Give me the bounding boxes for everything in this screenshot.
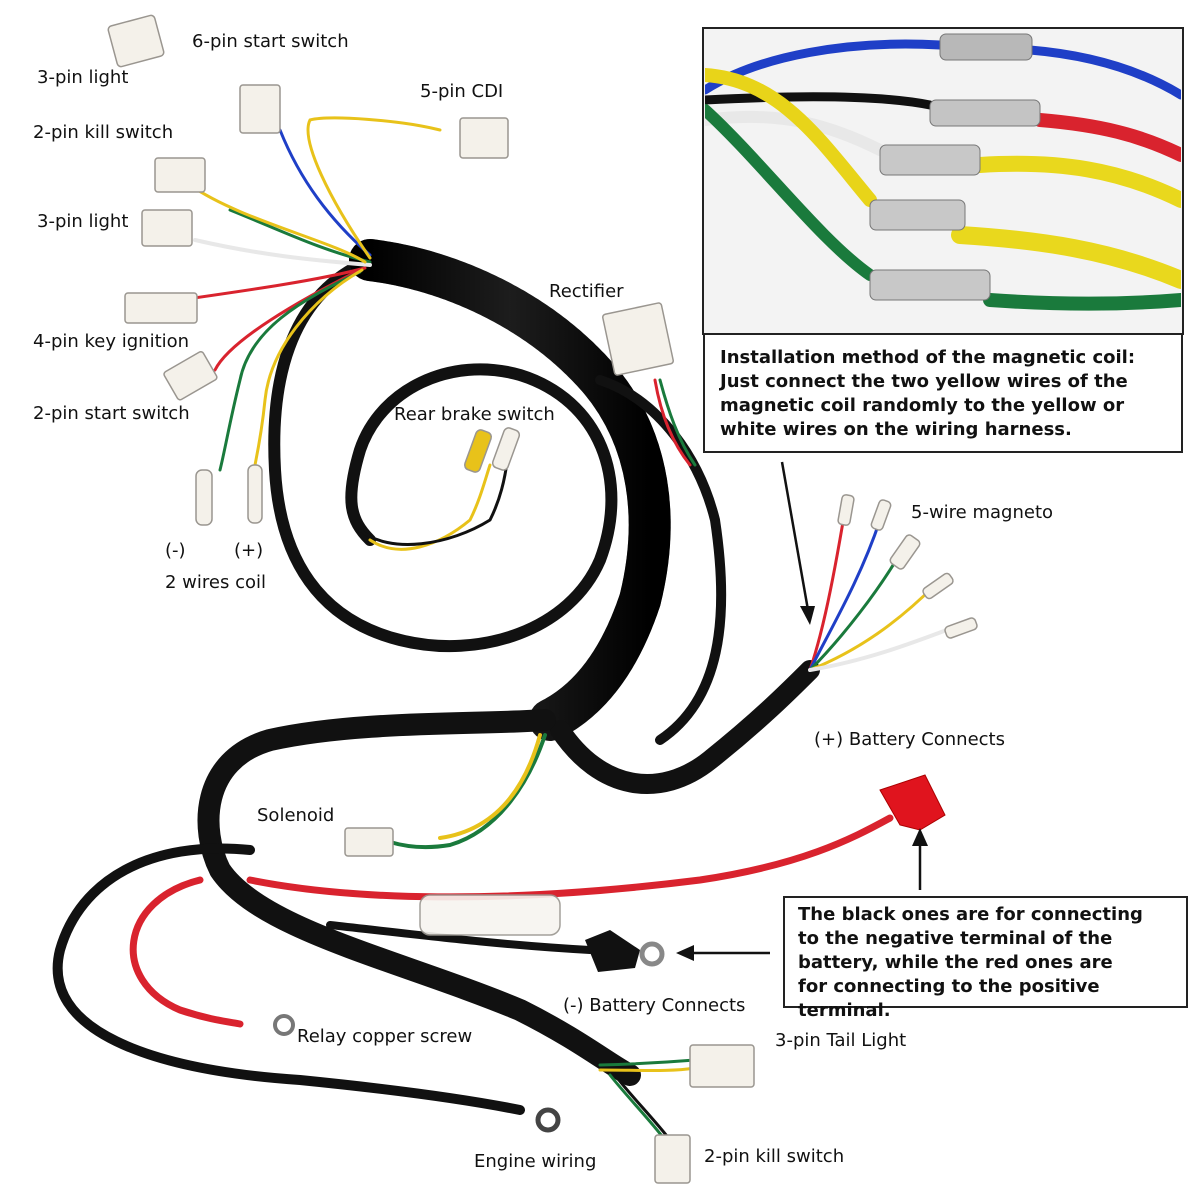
label-relay-copper-screw: Relay copper screw — [297, 1026, 473, 1047]
label-two-pin-kill-switch-bottom: 2-pin kill switch — [704, 1146, 845, 1167]
relay-ring-lug — [273, 1014, 295, 1036]
label-positive-battery: (+) Battery Connects — [814, 729, 1005, 750]
label-three-pin-tail-light: 3-pin Tail Light — [775, 1030, 907, 1051]
negative-ring-lug — [639, 941, 665, 967]
label-five-pin-cdi: 5-pin CDI — [420, 81, 504, 102]
coil-note-line-2: Just connect the two yellow wires of the — [720, 371, 1128, 392]
connector-closeup-photo — [702, 27, 1184, 335]
fuse-holder — [419, 894, 561, 936]
coil-install-note: Installation method of the magnetic coil… — [720, 346, 1175, 442]
coil-note-line-4: white wires on the wiring harness. — [720, 419, 1072, 440]
label-four-pin-key-ignition: 4-pin key ignition — [33, 331, 190, 352]
label-solenoid: Solenoid — [257, 805, 335, 826]
battery-note-line-4: for connecting to the positive terminal. — [798, 976, 1100, 1021]
light-connector-mid — [141, 209, 193, 247]
coil-terminal-plus — [247, 464, 263, 524]
label-two-pin-start-switch: 2-pin start switch — [33, 403, 190, 424]
label-five-wire-magneto: 5-wire magneto — [911, 502, 1054, 523]
connectors — [107, 14, 978, 1184]
main-harness — [52, 116, 962, 1142]
coil-note-line-1: Installation method of the magnetic coil… — [720, 347, 1136, 368]
magneto-term-5 — [944, 617, 978, 639]
brake-terminal-a — [463, 429, 493, 473]
label-engine-wiring: Engine wiring — [474, 1151, 597, 1172]
arrow-head-negative — [676, 945, 694, 961]
coil-note-line-3: magnetic coil randomly to the yellow or — [720, 395, 1125, 416]
key-ignition-connector — [124, 292, 198, 324]
solenoid-connector — [344, 827, 394, 857]
label-three-pin-light-top: 3-pin light — [37, 67, 129, 88]
battery-terminals — [273, 774, 946, 1133]
label-six-pin-start-switch: 6-pin start switch — [192, 31, 349, 52]
coil-terminal-minus — [195, 469, 213, 526]
negative-battery-boot — [585, 930, 640, 972]
label-three-pin-light-mid: 3-pin light — [37, 211, 129, 232]
six-pin-start-connector — [107, 14, 165, 68]
positive-battery-boot — [879, 774, 946, 831]
magneto-term-4 — [922, 572, 954, 600]
arrows — [676, 461, 928, 961]
tail-light-connector — [689, 1044, 755, 1088]
cdi-connector — [459, 117, 509, 159]
engine-ring-lug — [535, 1107, 561, 1133]
coil-install-note-box — [703, 333, 1183, 453]
kill-switch-connector-top — [154, 157, 206, 193]
rectifier-connector — [602, 302, 674, 376]
label-negative-battery: (-) Battery Connects — [563, 995, 746, 1016]
label-two-wires-coil: 2 wires coil — [165, 572, 266, 593]
magneto-term-1 — [837, 494, 855, 526]
arrow-head-positive — [912, 828, 928, 846]
battery-note: The black ones are for connecting to the… — [798, 903, 1183, 1023]
label-coil-minus: (-) — [165, 540, 186, 561]
label-two-pin-kill-switch-top: 2-pin kill switch — [33, 122, 174, 143]
kill-switch-connector-bottom — [654, 1134, 691, 1184]
start-switch-connector — [163, 350, 218, 401]
magneto-term-2 — [870, 499, 892, 531]
brake-terminal-b — [491, 427, 521, 471]
label-rear-brake-switch: Rear brake switch — [394, 404, 555, 425]
label-rectifier: Rectifier — [549, 281, 624, 302]
arrow-head-coil — [800, 606, 815, 625]
six-pin-start-connector-b — [239, 84, 281, 134]
battery-note-line-2: to the negative terminal of the — [798, 928, 1113, 949]
magneto-term-3 — [889, 534, 921, 570]
label-coil-plus: (+) — [234, 540, 264, 561]
battery-note-box — [783, 896, 1188, 1008]
battery-note-line-3: battery, while the red ones are — [798, 952, 1113, 973]
battery-note-line-1: The black ones are for connecting — [798, 904, 1143, 925]
